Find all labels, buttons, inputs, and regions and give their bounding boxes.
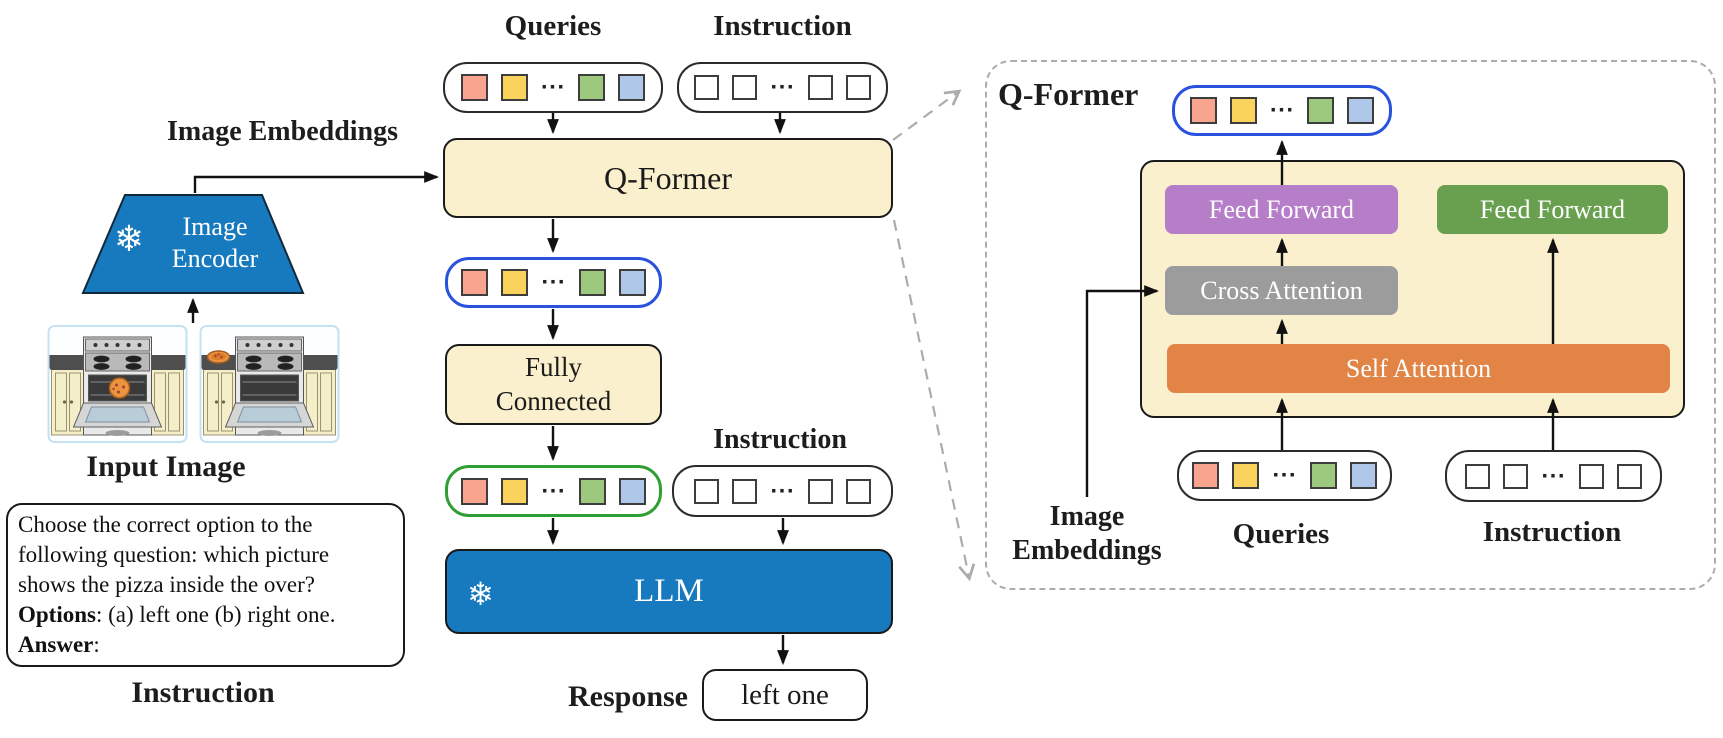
query-token: [618, 477, 646, 505]
qformer-detail-title: Q-Former: [998, 76, 1139, 112]
instruction-token: [1578, 463, 1604, 489]
instruction-token: [1465, 463, 1491, 489]
qformer-detail-panel: [985, 60, 1716, 590]
instruction-token: [807, 75, 833, 100]
query-token: [578, 269, 606, 296]
instruction-answer-line: Answer:: [18, 632, 100, 657]
self-attention-block: Self Attention: [1167, 344, 1670, 393]
instruction-label-left: Instruction: [131, 676, 275, 709]
input-image-right: [199, 325, 340, 443]
instruction-token-row-mid: ···: [672, 465, 893, 517]
llm-label: LLM: [634, 573, 704, 609]
query-token: [578, 477, 606, 505]
instruction-token: [1616, 463, 1642, 489]
query-token-row-top: ···: [443, 62, 663, 113]
detail-query-output-row: ···: [1172, 85, 1392, 136]
instruction-token: [694, 75, 720, 100]
input-image-label: Input Image: [86, 450, 246, 483]
query-token: [461, 477, 489, 505]
feed-forward-right-block: Feed Forward: [1437, 185, 1668, 234]
query-token: [1192, 462, 1220, 489]
detail-query-token-row: ···: [1177, 450, 1392, 501]
response-value: left one: [741, 678, 829, 711]
input-image-left: [47, 325, 188, 443]
token-ellipsis: ···: [540, 76, 566, 98]
queries-label-top: Queries: [504, 10, 602, 42]
instruction-token-row-top: ···: [677, 62, 888, 113]
response-box: left one: [702, 669, 868, 721]
query-token: [500, 74, 528, 101]
token-ellipsis: ···: [541, 479, 566, 502]
query-token: [1189, 97, 1217, 124]
query-token: [618, 74, 646, 101]
qformer-box: Q-Former: [443, 138, 893, 218]
fully-connected-label: Fully Connected: [495, 351, 612, 416]
query-token: [1229, 97, 1257, 124]
token-ellipsis: ···: [770, 76, 795, 98]
token-ellipsis: ···: [1272, 464, 1297, 486]
image-embeddings-label: Image Embeddings: [166, 116, 399, 147]
detail-queries-label: Queries: [1232, 518, 1330, 550]
query-token: [501, 477, 529, 505]
instruction-token: [732, 75, 758, 100]
query-token: [578, 74, 606, 101]
query-token: [1307, 97, 1335, 124]
token-ellipsis: ···: [770, 479, 795, 502]
instruction-token: [807, 478, 833, 504]
projected-token-row: ···: [445, 465, 662, 517]
instruction-token: [845, 478, 871, 504]
token-ellipsis: ···: [1269, 99, 1295, 121]
query-token: [1347, 97, 1375, 124]
query-token: [618, 269, 646, 296]
instruction-options-line: Options: (a) left one (b) right one.: [18, 602, 336, 627]
fully-connected-box: Fully Connected: [445, 344, 662, 425]
detail-instruction-token-row: ···: [1445, 450, 1662, 502]
qformer-box-label: Q-Former: [604, 159, 732, 196]
query-token: [461, 269, 489, 296]
token-ellipsis: ···: [1541, 464, 1566, 487]
instruction-label-mid: Instruction: [713, 424, 847, 455]
query-token: [1309, 462, 1337, 489]
query-output-token-row: ···: [445, 257, 662, 308]
query-token: [1232, 462, 1260, 489]
instruction-token: [694, 478, 720, 504]
detail-instruction-label: Instruction: [1482, 516, 1622, 548]
llm-box: ❄ LLM: [445, 549, 893, 634]
feed-forward-left-block: Feed Forward: [1165, 185, 1398, 234]
query-token: [460, 74, 488, 101]
snowflake-icon: ❄: [467, 575, 494, 613]
token-ellipsis: ···: [541, 271, 566, 293]
instruction-label-top: Instruction: [713, 10, 852, 42]
detail-image-embeddings-label: Image Embeddings: [1012, 501, 1162, 566]
response-label: Response: [567, 680, 688, 713]
query-token: [1349, 462, 1377, 489]
instruction-token: [732, 478, 758, 504]
query-token: [501, 269, 529, 296]
cross-attention-block: Cross Attention: [1165, 266, 1398, 315]
instruction-token: [845, 75, 871, 100]
instruction-token: [1503, 463, 1529, 489]
